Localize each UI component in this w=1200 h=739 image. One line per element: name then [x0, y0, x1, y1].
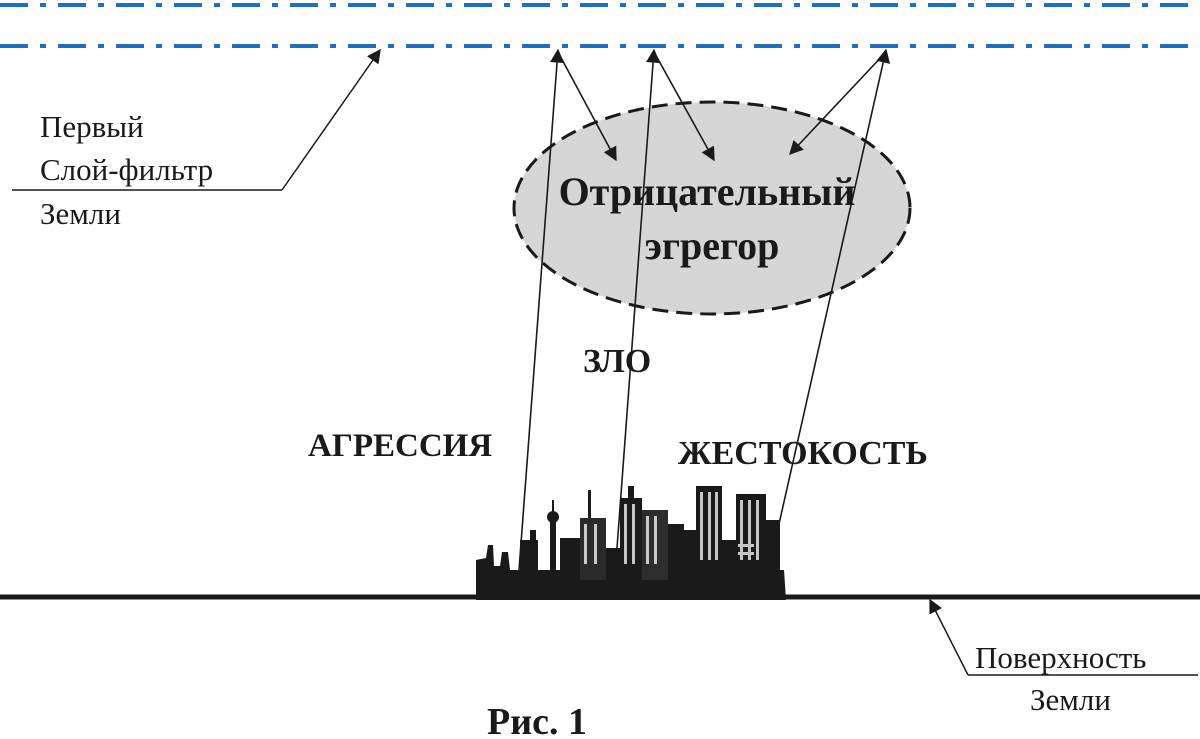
first-layer-line-1: Первый	[40, 109, 144, 144]
cruelty-label: ЖЕСТОКОСТЬ	[678, 435, 928, 472]
arrow-evil-up	[614, 48, 661, 576]
filter-layer-lines	[0, 3, 1200, 48]
arrow-cruelty-up	[771, 48, 891, 556]
surface-leader	[929, 598, 1198, 676]
evil-label: ЗЛО	[583, 343, 651, 380]
first-layer-line-2: Слой-фильтр	[40, 152, 213, 187]
first-layer-line-3: Земли	[40, 196, 121, 231]
egregor-line-2: эгрегор	[645, 223, 780, 268]
arrow-reflect-3	[789, 51, 887, 156]
surface-label: Поверхность Земли	[975, 640, 1154, 717]
aggression-label: АГРЕССИЯ	[308, 428, 492, 464]
figure-caption: Рис. 1	[487, 701, 587, 739]
energy-arrows	[518, 48, 891, 576]
reflected-arrows	[557, 51, 887, 162]
first-layer-leader	[12, 48, 381, 191]
arrow-reflect-2	[653, 51, 715, 162]
egregor-line-1: Отрицательный	[559, 169, 856, 214]
negative-egregor-label: Отрицательный эгрегор	[559, 169, 866, 268]
surface-line-1: Поверхность	[975, 640, 1146, 675]
arrow-reflect-1	[557, 51, 617, 162]
surface-line-2: Земли	[1030, 682, 1111, 717]
first-layer-label: Первый Слой-фильтр Земли	[40, 109, 221, 231]
arrow-aggression-up	[518, 48, 565, 571]
city-skyline-icon	[476, 486, 786, 600]
